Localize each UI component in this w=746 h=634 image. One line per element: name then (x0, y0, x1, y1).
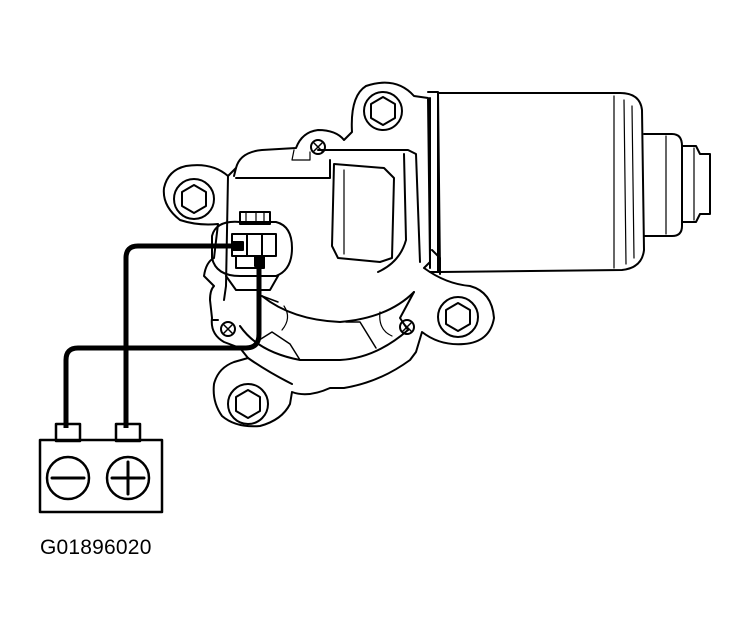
bolt-bottom (227, 383, 269, 425)
battery (38, 422, 164, 514)
screw-right (399, 319, 415, 335)
motor-shaft (643, 133, 711, 237)
wire-negative (63, 262, 262, 428)
minus-icon (45, 455, 91, 501)
bolt-right (437, 296, 479, 338)
gear-housing (162, 81, 495, 428)
bolt-upper-right (363, 91, 403, 131)
wire-positive (123, 243, 238, 428)
figure-code: G01896020 (40, 536, 152, 559)
motor-cylinder (427, 91, 645, 273)
plus-icon (105, 455, 151, 501)
connector (211, 211, 293, 291)
screw-top (310, 139, 326, 155)
screw-left (220, 321, 236, 337)
bolt-left (173, 178, 215, 220)
